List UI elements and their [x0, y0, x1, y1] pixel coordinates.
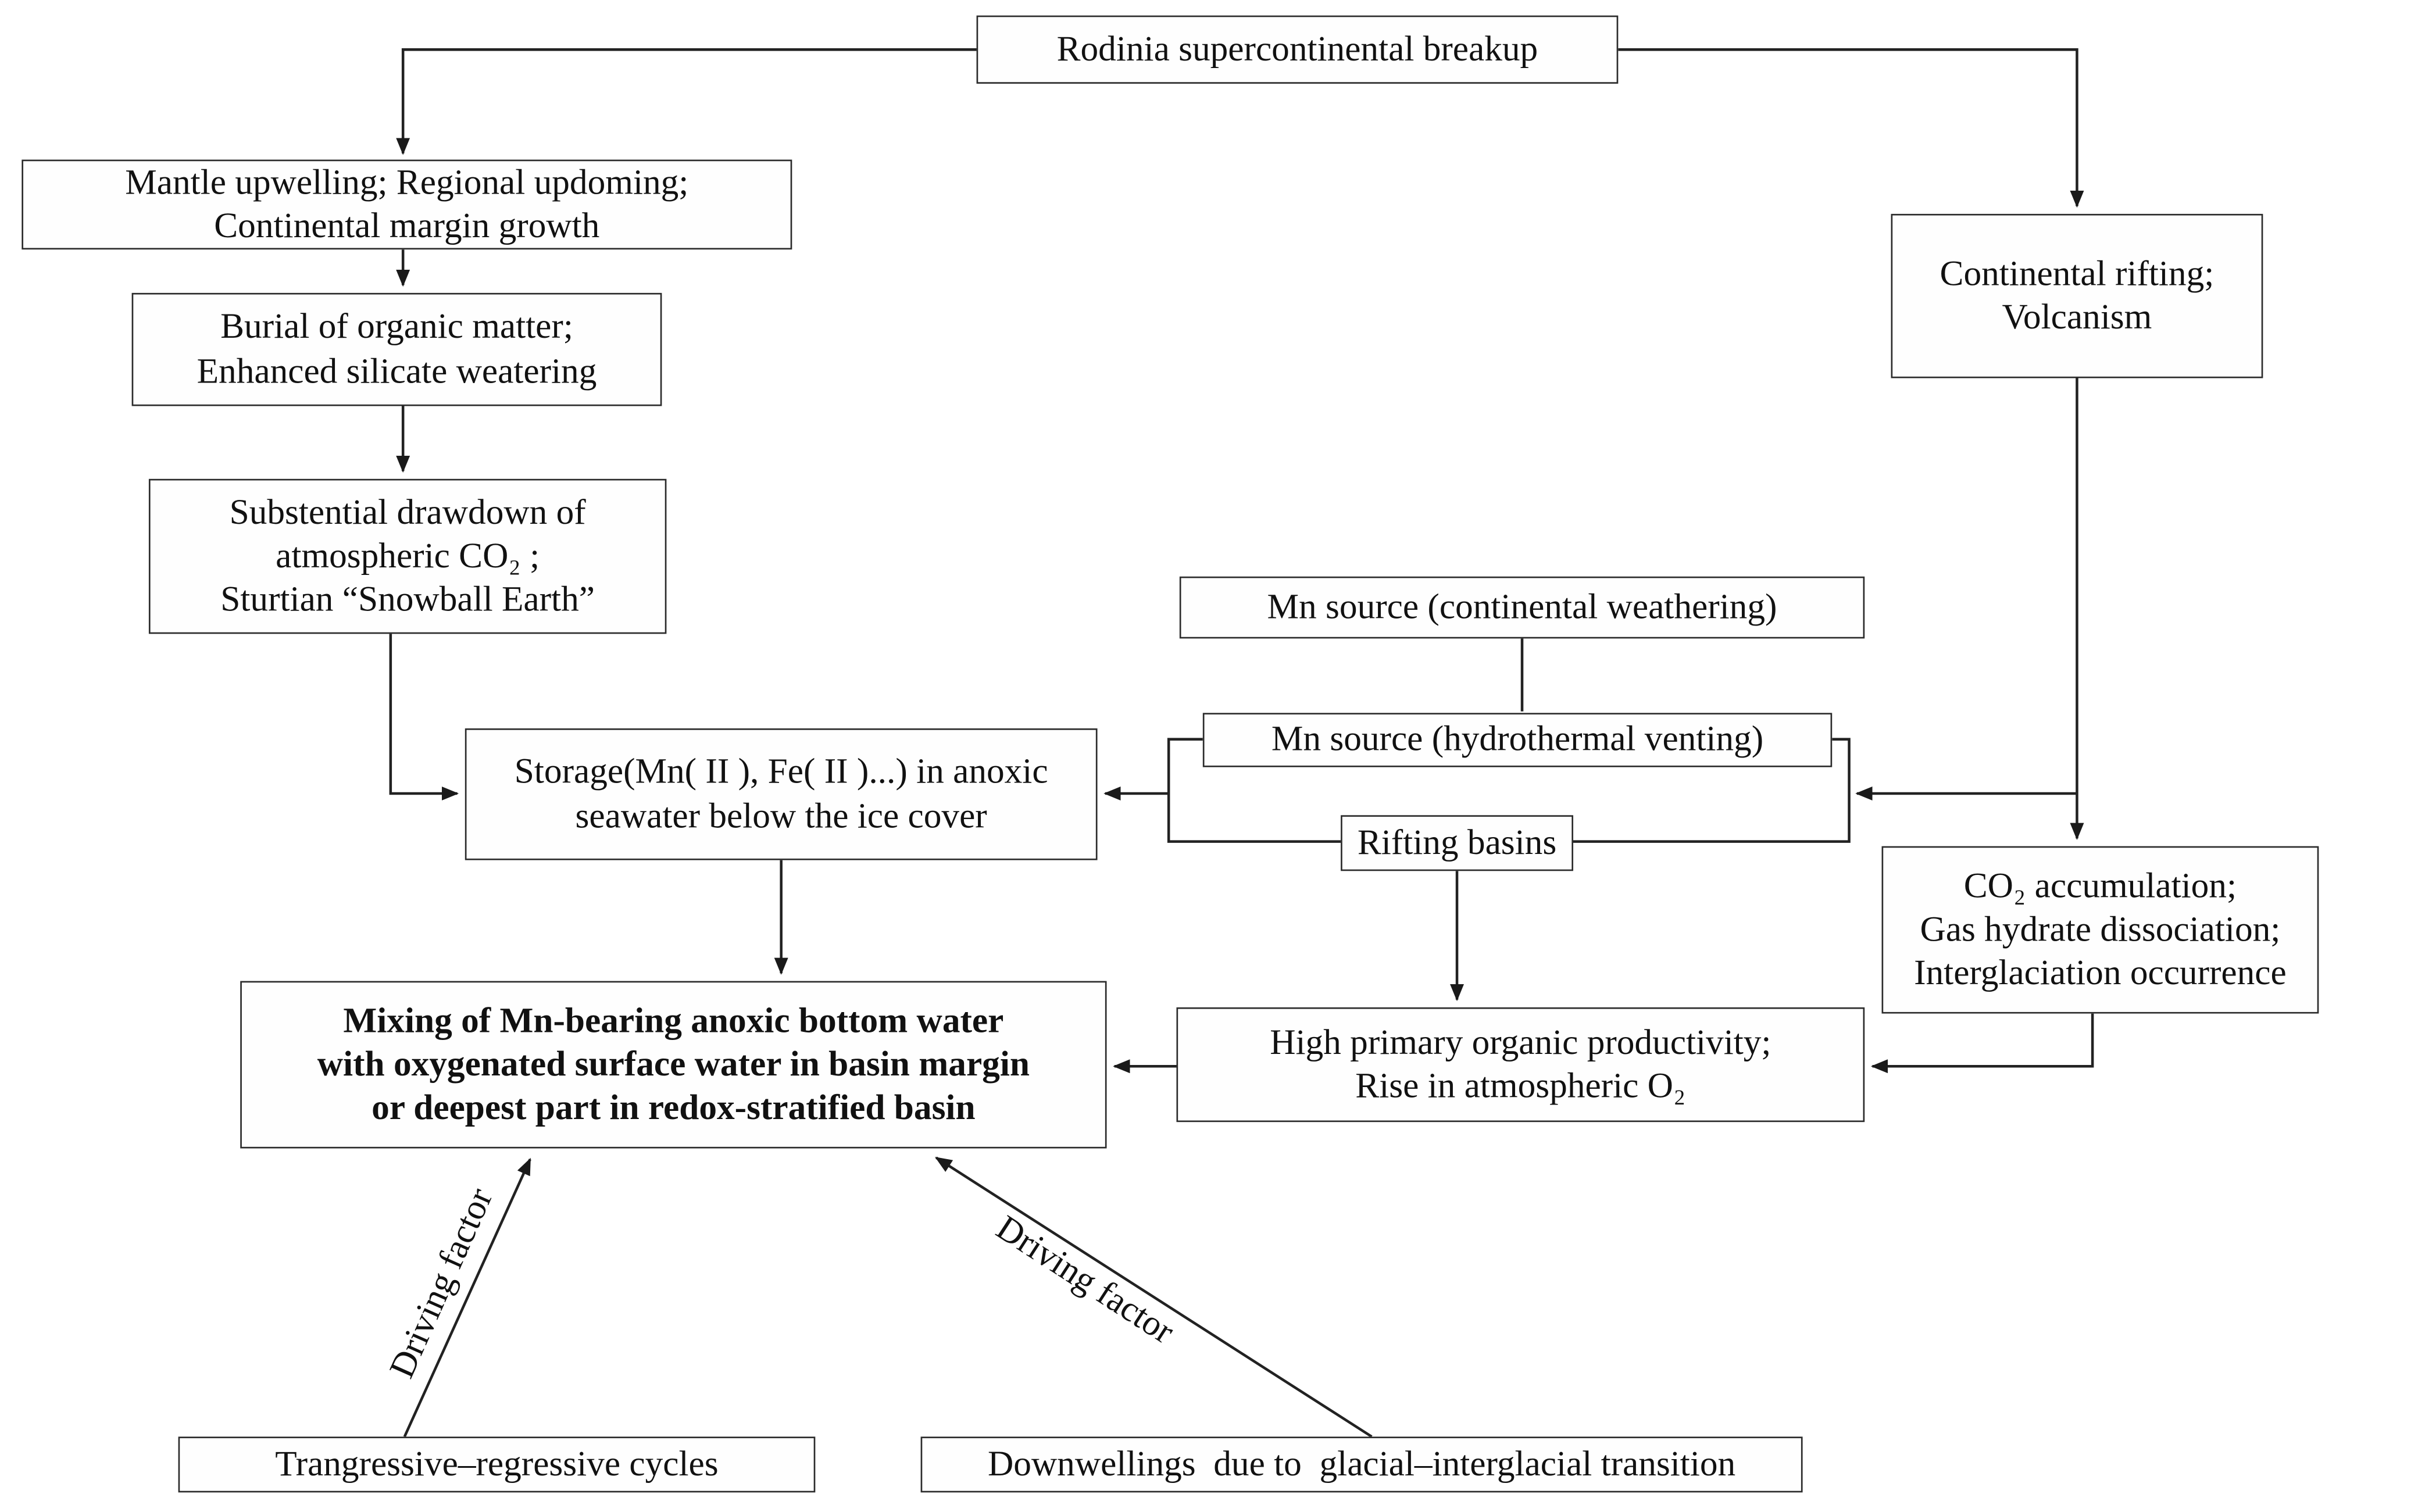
box-burial-organic-matter: Burial of organic matter; Enhanced silic… [131, 292, 662, 406]
box-text: Enhanced silicate weatering [197, 351, 597, 390]
bracket-left-mn-sources [1167, 738, 1367, 843]
box-mixing-anoxic-bottom-water: Mixing of Mn-bearing anoxic bottom water… [240, 981, 1107, 1149]
box-co2-accumulation: CO₂ accumulation; Gas hydrate dissociati… [1881, 846, 2319, 1014]
box-text: Continental margin growth [214, 206, 600, 245]
box-text: Continental rifting; [1940, 254, 2215, 293]
box-rifting-basins: Rifting basins [1341, 815, 1573, 871]
box-text: Mantle upwelling; Regional updoming; [125, 162, 689, 202]
box-mantle-upwelling: Mantle upwelling; Regional updoming; Con… [22, 159, 792, 250]
box-mn-source-hydrothermal-venting: Mn source (hydrothermal venting) [1202, 713, 1833, 767]
box-mn-source-continental-weathering: Mn source (continental weathering) [1179, 576, 1865, 639]
box-text: Rise in atmospheric O₂ [1355, 1066, 1686, 1105]
box-text: Burial of organic matter; [220, 308, 573, 346]
connector-downwellings-to-mixing-diagonal [935, 1156, 1373, 1438]
box-text: or deepest part in redox-stratified basi… [372, 1088, 976, 1127]
box-text: atmospheric CO₂ ; [276, 536, 540, 576]
box-text: CO₂ accumulation; [1963, 866, 2237, 905]
connector-rodinia-to-mantle [396, 48, 977, 155]
box-text: Volcanism [2002, 297, 2152, 337]
connector-trangressive-to-mixing-diagonal [403, 1157, 531, 1438]
box-text: Mixing of Mn-bearing anoxic bottom water [343, 1001, 1004, 1040]
connector-co2-to-high-primary [1870, 1013, 2094, 1074]
bracket-right-mn-sources [1573, 738, 1851, 843]
box-text: Sturtian “Snowball Earth” [220, 580, 595, 619]
box-text: with oxygenated surface water in basin m… [317, 1044, 1030, 1084]
box-co2-drawdown-snowball: Substential drawdown of atmospheric CO₂ … [148, 478, 667, 634]
box-trangressive-regressive-cycles: Trangressive–regressive cycles [178, 1436, 816, 1493]
box-high-primary-productivity: High primary organic productivity; Rise … [1176, 1007, 1865, 1123]
box-text: Interglaciation occurrence [1914, 953, 2287, 992]
box-text: Gas hydrate dissociation; [1920, 909, 2281, 949]
connector-rodinia-to-continental-rifting [1618, 48, 2084, 208]
box-continental-rifting-volcanism: Continental rifting; Volcanism [1891, 213, 2263, 378]
box-text: Mn source (hydrothermal venting) [1271, 720, 1764, 759]
box-text: Mn source (continental weathering) [1267, 587, 1777, 626]
box-text: Substential drawdown of [229, 492, 586, 532]
box-text: Rodinia supercontinental breakup [1056, 29, 1538, 69]
connector-drawdown-to-storage [389, 634, 459, 800]
box-downwellings-glacial-interglacial: Downwellings due to glacial–interglacial… [920, 1436, 1803, 1493]
box-text: Storage(Mn( II ), Fe( II )...) in anoxic [514, 752, 1048, 791]
box-text: seawater below the ice cover [575, 795, 987, 835]
box-text: High primary organic productivity; [1270, 1023, 1771, 1062]
box-text: Downwellings due to glacial–interglacial… [987, 1444, 1736, 1484]
box-text: Rifting basins [1357, 823, 1557, 862]
box-storage-anoxic-seawater: Storage(Mn( II ), Fe( II )...) in anoxic… [465, 728, 1098, 860]
box-rodinia-breakup: Rodinia supercontinental breakup [976, 15, 1619, 84]
box-text: Trangressive–regressive cycles [275, 1444, 719, 1484]
